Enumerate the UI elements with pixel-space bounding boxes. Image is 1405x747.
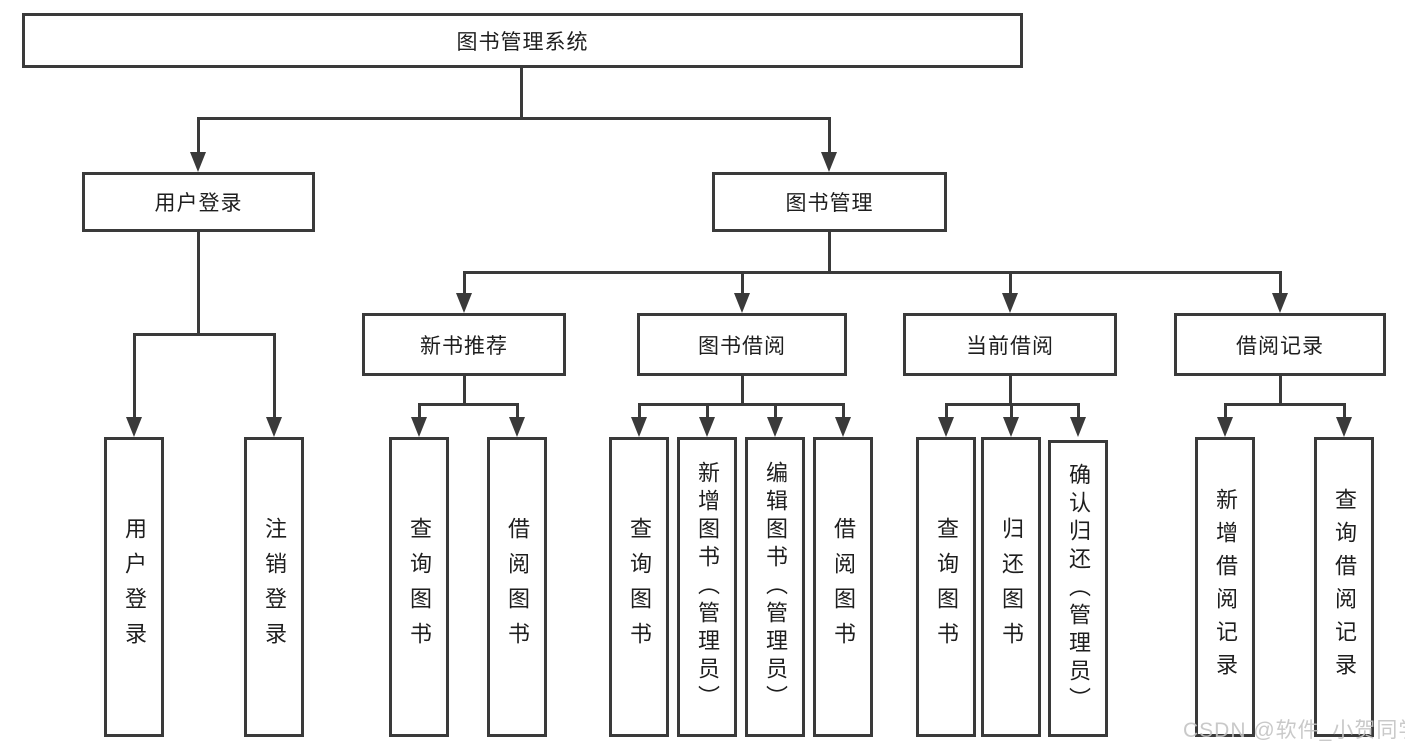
arrowhead-icon: [734, 293, 750, 313]
node-book-borrowing: 图书借阅: [637, 313, 847, 376]
arrowhead-icon: [266, 417, 282, 437]
node-label: 图书管理: [785, 192, 874, 215]
leaf-label: 查询图书: [627, 517, 652, 657]
leaf-label: 确认归还（管理员）: [1066, 462, 1091, 715]
arrowhead-icon: [1272, 293, 1288, 313]
connector-bar: [1224, 403, 1346, 406]
arrowhead-icon: [699, 417, 715, 437]
leaf-label: 借阅图书: [505, 517, 530, 657]
arrowhead-icon: [126, 417, 142, 437]
arrowhead-icon: [411, 417, 427, 437]
arrowhead-icon: [821, 152, 837, 172]
arrowhead-icon: [938, 417, 954, 437]
leaf-label: 查询借阅记录: [1332, 488, 1357, 686]
arrowhead-icon: [1336, 417, 1352, 437]
leaf-user-login: 用户登录: [104, 437, 164, 737]
connector-drop-leaf: [516, 403, 519, 419]
connector-drop-leaf: [706, 403, 709, 419]
arrowhead-icon: [835, 417, 851, 437]
node-label: 图书借阅: [698, 334, 786, 358]
connector-book-bar: [463, 271, 1282, 274]
leaf-logout: 注销登录: [244, 437, 304, 737]
connector-drop-leaf: [1010, 403, 1013, 419]
arrowhead-icon: [509, 417, 525, 437]
node-label: 当前借阅: [966, 334, 1054, 358]
node-library-management-system: 图书管理系统: [22, 13, 1023, 68]
connector-drop-node: [463, 271, 466, 295]
connector-bar: [418, 403, 519, 406]
leaf-query-books-borrowing: 查询图书: [609, 437, 669, 737]
node-current-borrowing: 当前借阅: [903, 313, 1117, 376]
leaf-label: 新增借阅记录: [1213, 488, 1238, 686]
node-label: 新书推荐: [420, 334, 508, 358]
connector-drop-user-login: [197, 117, 200, 155]
connector-drop-leaf: [638, 403, 641, 419]
connector-drop-leaf: [1343, 403, 1346, 419]
arrowhead-icon: [1003, 417, 1019, 437]
connector-bar: [638, 403, 845, 406]
connector-drop-leaf: [774, 403, 777, 419]
leaf-label: 新增图书（管理员）: [695, 461, 720, 713]
arrowhead-icon: [1070, 417, 1086, 437]
leaf-label: 归还图书: [999, 517, 1024, 657]
leaf-label: 注销登录: [262, 517, 287, 657]
connector-drop-leaf: [945, 403, 948, 419]
leaf-label: 查询图书: [407, 517, 432, 657]
node-new-book-recommendation: 新书推荐: [362, 313, 566, 376]
connector-drop-leaf: [1077, 403, 1080, 419]
arrowhead-icon: [190, 152, 206, 172]
leaf-query-books-current: 查询图书: [916, 437, 976, 737]
connector-root-bar: [197, 117, 831, 120]
arrowhead-icon: [456, 293, 472, 313]
leaf-query-borrow-record: 查询借阅记录: [1314, 437, 1374, 737]
connector-drop-book-management: [828, 117, 831, 155]
connector-drop-leaf: [418, 403, 421, 419]
connector-user-bar: [133, 333, 276, 336]
connector-stem: [1009, 374, 1012, 406]
leaf-borrow-books-recommend: 借阅图书: [487, 437, 547, 737]
leaf-label: 用户登录: [122, 517, 147, 657]
node-label: 借阅记录: [1236, 334, 1324, 358]
connector-book-stem: [828, 230, 831, 274]
leaf-borrow-books: 借阅图书: [813, 437, 873, 737]
connector-drop-leaf: [273, 333, 276, 419]
arrowhead-icon: [1217, 417, 1233, 437]
leaf-add-books-admin: 新增图书（管理员）: [677, 437, 737, 737]
node-label: 图书管理系统: [456, 30, 589, 54]
leaf-confirm-return-admin: 确认归还（管理员）: [1048, 440, 1108, 737]
connector-user-stem: [197, 230, 200, 336]
leaf-label: 查询图书: [934, 517, 959, 657]
node-label: 用户登录: [154, 192, 243, 215]
connector-drop-leaf: [133, 333, 136, 419]
node-book-management: 图书管理: [712, 172, 947, 232]
arrowhead-icon: [767, 417, 783, 437]
connector-stem: [1279, 374, 1282, 406]
connector-drop-node: [1009, 271, 1012, 295]
connector-stem: [463, 374, 466, 406]
leaf-return-books: 归还图书: [981, 437, 1041, 737]
leaf-edit-books-admin: 编辑图书（管理员）: [745, 437, 805, 737]
connector-drop-node: [741, 271, 744, 295]
leaf-label: 编辑图书（管理员）: [763, 461, 788, 713]
connector-drop-node: [1279, 271, 1282, 295]
arrowhead-icon: [1002, 293, 1018, 313]
leaf-add-borrow-record: 新增借阅记录: [1195, 437, 1255, 737]
node-borrowing-records: 借阅记录: [1174, 313, 1386, 376]
connector-drop-leaf: [1224, 403, 1227, 419]
leaf-query-books-recommend: 查询图书: [389, 437, 449, 737]
node-user-login: 用户登录: [82, 172, 315, 232]
connector-drop-leaf: [842, 403, 845, 419]
leaf-label: 借阅图书: [831, 517, 856, 657]
connector-stem: [741, 374, 744, 406]
connector-root-stem: [520, 68, 523, 120]
arrowhead-icon: [631, 417, 647, 437]
